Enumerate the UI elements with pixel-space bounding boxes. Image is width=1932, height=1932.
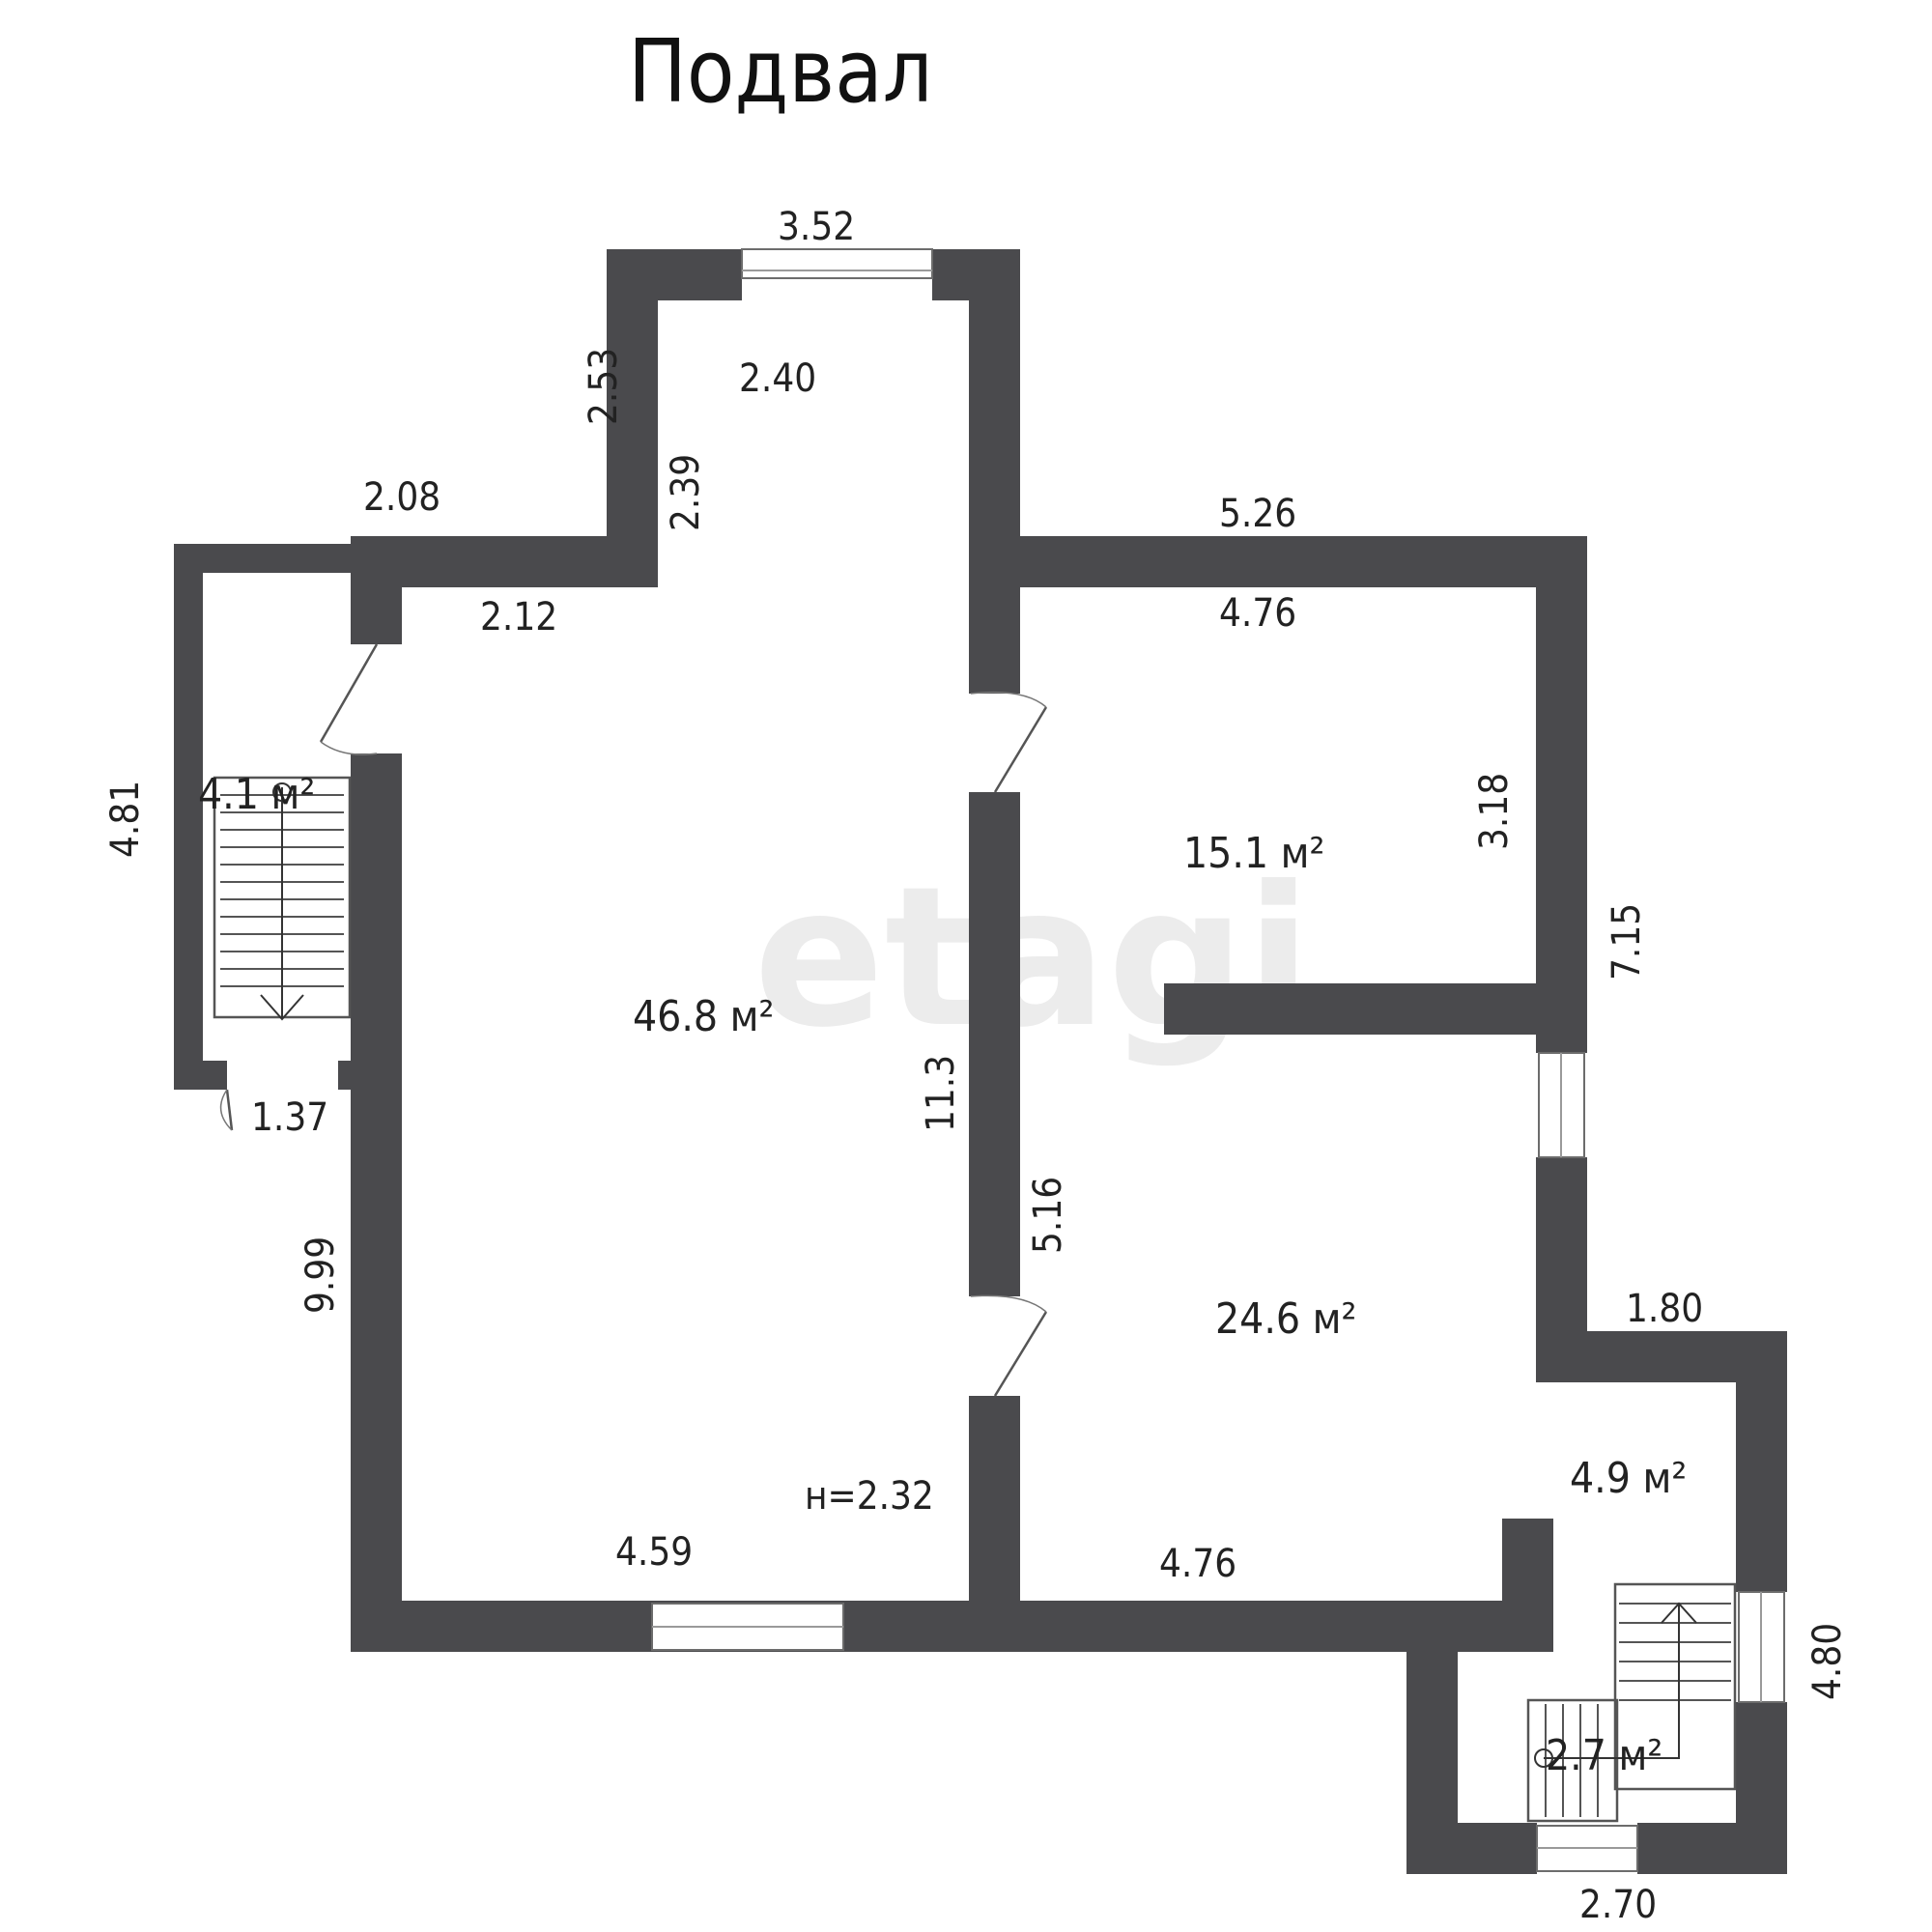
dim-left-step-top: 2.08 [363,475,440,520]
height-note: н=2.32 [805,1474,934,1519]
dim-center-wall-lower: 5.16 [1026,1177,1070,1254]
dim-right-top-outer: 5.26 [1219,492,1296,536]
dim-bottom-right: 2.70 [1579,1883,1657,1927]
walls [174,249,1787,1874]
area-main-hall: 46.8 м² [633,992,774,1041]
door-lower [993,1311,1048,1397]
stair-right [1526,1582,1737,1823]
stair-left [213,776,352,1021]
wall-stair-left-bottom-r [338,1061,357,1090]
wall-right-upper [1536,536,1587,1053]
dim-bottom-left: 4.59 [615,1530,693,1575]
wall-center-mid [969,792,1020,1296]
wall-stair-left-side [174,544,203,1090]
dim-stair-left-bottom: 1.37 [251,1095,328,1140]
wall-right-top [969,536,1587,587]
area-labels: 46.8 м² 15.1 м² 24.6 м² 4.9 м² 4.1 м² 2.… [198,770,1687,1780]
dim-right-outer: 7.15 [1605,903,1649,980]
window-top [741,248,933,279]
dim-left-outer: 9.99 [298,1236,343,1314]
wall-stair-left-bottom [174,1061,227,1090]
watermark: etagi [753,845,1312,1070]
door-left [319,643,379,743]
wall-corner-right [1736,1331,1787,1592]
dim-bay-inner-top: 2.40 [739,356,816,401]
dim-bay-left-inner: 2.39 [664,454,708,531]
dimension-labels: 3.52 2.40 2.08 2.12 5.26 4.76 1.37 1.80 … [103,205,1850,1927]
dim-stair-left-side: 4.81 [103,781,148,858]
dim-step-right: 1.80 [1626,1287,1703,1331]
area-corner-room: 4.9 м² [1570,1454,1687,1503]
dim-center-wall: 11.3 [919,1055,963,1132]
wall-left-step-top [377,536,657,587]
door-upper [993,706,1048,793]
dim-bay-left-outer: 2.53 [582,348,626,425]
area-room-upper: 15.1 м² [1183,829,1324,878]
dim-right-top-inner: 4.76 [1219,591,1296,636]
dim-top-window: 3.52 [778,205,855,249]
wall-partition [1164,983,1587,1035]
wall-stair-left-top [174,544,377,573]
windows [651,248,1785,1872]
dim-room-upper-height: 3.18 [1472,773,1517,850]
wall-stair-box-bottom-left [1406,1823,1537,1874]
wall-center-upper [969,249,1020,694]
dim-right-lower-outer: 4.80 [1805,1623,1850,1700]
dim-bottom-mid: 4.76 [1159,1542,1236,1586]
area-room-lower: 24.6 м² [1215,1294,1356,1344]
plan-title: Подвал [628,21,933,123]
wall-stair-box-bottom-right [1637,1823,1787,1874]
wall-left-outer [351,753,402,1652]
wall-bay-left [607,249,658,587]
door-stair-left [225,1089,234,1131]
wall-bay-top-left [607,249,742,300]
area-stair-right: 2.7 м² [1546,1731,1662,1780]
wall-small-stub [1502,1519,1553,1652]
area-stair-left: 4.1 м² [198,770,315,819]
wall-bottom [351,1601,1553,1652]
dim-left-step-inner: 2.12 [480,595,557,639]
doors [219,643,1048,1397]
